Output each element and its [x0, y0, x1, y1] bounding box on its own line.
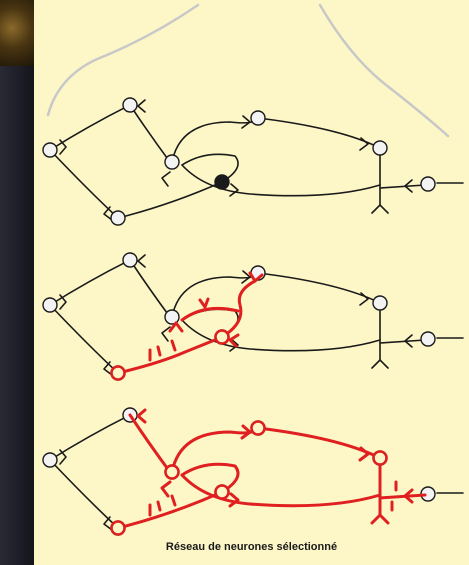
caption: Réseau de neurones sélectionné: [34, 541, 469, 553]
network-panel-initial: [43, 98, 463, 225]
network-panel-partial: [43, 253, 463, 380]
network-panel-selected: [43, 408, 463, 535]
